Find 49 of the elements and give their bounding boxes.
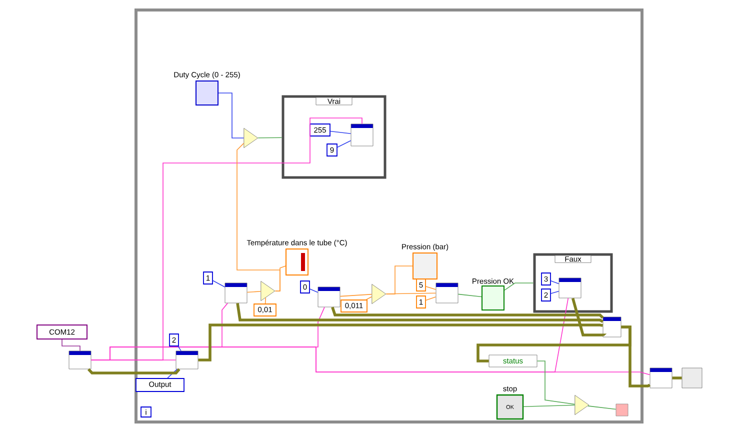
wire bbox=[458, 294, 482, 298]
wire bbox=[386, 292, 436, 294]
function-icon bbox=[350, 124, 374, 146]
function-symbol bbox=[574, 395, 590, 415]
while-loop-frame bbox=[134, 8, 644, 424]
wire bbox=[62, 339, 80, 352]
wire bbox=[178, 346, 182, 352]
error-icon bbox=[682, 368, 702, 388]
wire bbox=[340, 294, 372, 297]
stop-terminal bbox=[616, 404, 628, 416]
function-icon bbox=[602, 316, 622, 338]
wire bbox=[264, 297, 266, 304]
wire bbox=[588, 406, 616, 410]
function-icon bbox=[176, 350, 198, 370]
function-symbol bbox=[372, 284, 386, 304]
wire bbox=[426, 296, 436, 301]
function-icon bbox=[68, 350, 92, 370]
wire bbox=[330, 130, 352, 134]
wire bbox=[310, 288, 318, 293]
wire bbox=[550, 290, 560, 294]
wire bbox=[672, 376, 682, 380]
wire bbox=[366, 296, 372, 300]
wire bbox=[218, 92, 244, 138]
wire bbox=[167, 368, 178, 378]
function-symbol bbox=[244, 128, 258, 148]
wire bbox=[236, 142, 280, 292]
function-icon bbox=[318, 286, 340, 308]
wire bbox=[386, 266, 413, 294]
wire bbox=[426, 286, 436, 290]
wire bbox=[536, 360, 576, 405]
wire bbox=[236, 302, 604, 323]
function-icon bbox=[650, 368, 672, 388]
wire bbox=[246, 290, 262, 293]
function-symbol bbox=[260, 281, 276, 301]
wire bbox=[87, 368, 180, 374]
wire bbox=[258, 137, 282, 138]
wire bbox=[550, 280, 560, 284]
function-icon bbox=[558, 278, 582, 298]
function-icon bbox=[224, 282, 248, 304]
wire bbox=[212, 280, 226, 288]
function-icon bbox=[436, 282, 458, 304]
wire bbox=[621, 326, 651, 388]
wire bbox=[571, 298, 607, 337]
wire bbox=[331, 306, 604, 319]
wire bbox=[337, 140, 352, 148]
wire bbox=[198, 324, 603, 362]
wire bbox=[504, 282, 534, 291]
wire bbox=[523, 404, 576, 407]
wire bbox=[90, 346, 650, 376]
